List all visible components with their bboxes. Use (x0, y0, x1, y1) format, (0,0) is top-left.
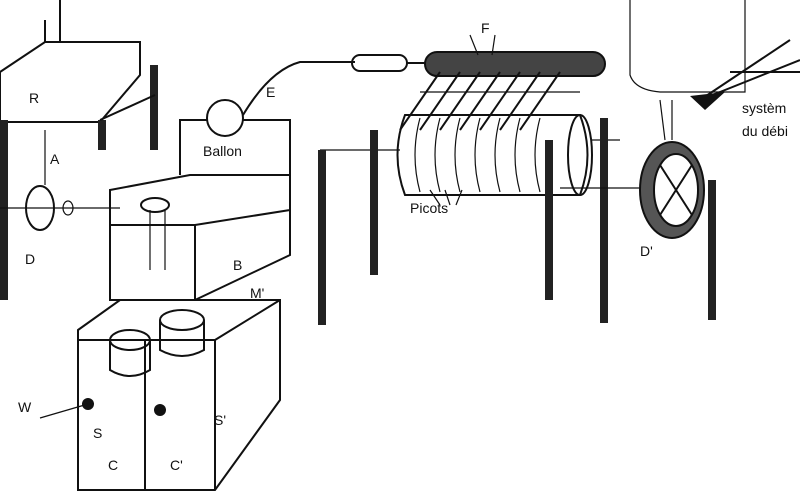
label-picots: Picots (410, 200, 448, 216)
label-systeme: systèm (742, 100, 786, 116)
label-m-prime: M' (250, 285, 264, 301)
label-du-debit: du débi (742, 123, 788, 139)
label-w: W (18, 399, 32, 415)
cabinet (39, 174, 291, 491)
label-r: R (29, 90, 39, 106)
label-d-prime: D' (640, 243, 653, 259)
label-s-prime: S' (214, 412, 226, 428)
drum-picots (318, 114, 716, 325)
label-c: C (108, 457, 118, 473)
label-f: F (481, 20, 490, 36)
label-b: B (233, 257, 242, 273)
tube-f (399, 34, 606, 131)
label-d: D (25, 251, 35, 267)
label-ballon: Ballon (203, 143, 242, 159)
label-c-prime: C' (170, 457, 183, 473)
reservoir-r (0, 0, 158, 300)
label-a: A (50, 151, 60, 167)
label-e: E (266, 84, 275, 100)
wheel-d-prime (639, 141, 705, 239)
wheel-d (0, 130, 120, 231)
flow-system (629, 0, 800, 141)
ballon-tube (179, 54, 425, 175)
label-s: S (93, 425, 102, 441)
